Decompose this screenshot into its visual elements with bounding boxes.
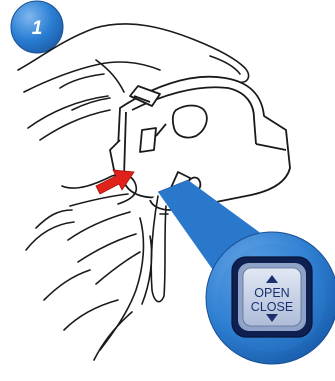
button-label-close: CLOSE [251,300,293,314]
step-number-badge: 1 [11,1,63,53]
wrist-strap [151,196,168,302]
pressing-hand [26,174,152,360]
step-number: 1 [32,18,43,39]
button-label-open: OPEN [254,286,289,300]
open-close-button[interactable]: OPEN CLOSE [232,257,312,337]
